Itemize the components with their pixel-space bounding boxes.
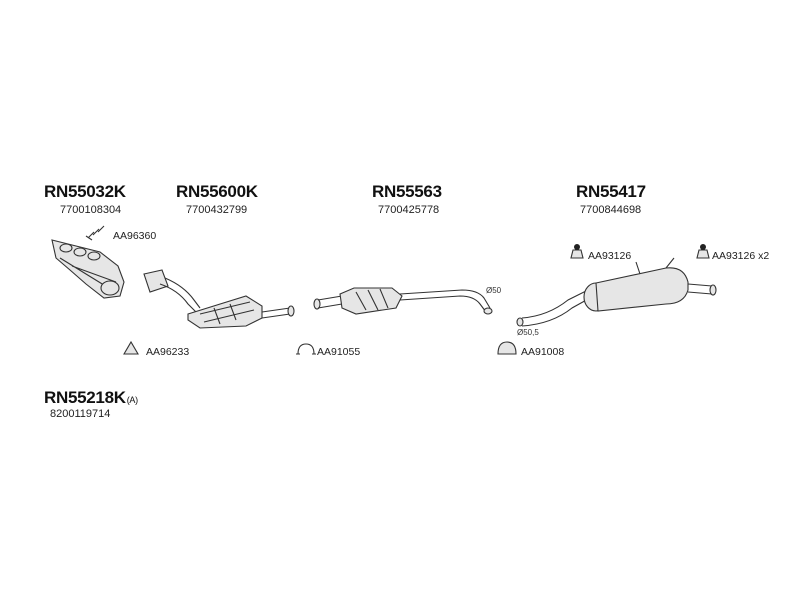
component-quantity: x2 (758, 250, 770, 262)
component-code: AA93126 (588, 250, 632, 262)
middle-pipe (313, 287, 493, 315)
component-code: AA91055 (317, 346, 361, 358)
component-code: AA96233 (146, 346, 190, 358)
component-code-text: AA93126 (712, 250, 756, 262)
oe-number: 7700425778 (378, 204, 440, 216)
part-number: RN55417 (576, 182, 646, 201)
bolt-kit-icon (85, 225, 105, 241)
rear-silencer (516, 257, 717, 327)
part-number: RN55563 (372, 182, 442, 201)
oe-number: 8200119714 (50, 408, 111, 420)
part-suffix: (A) (126, 395, 138, 405)
component-code: AA96360 (113, 230, 157, 242)
clamp-icon (296, 343, 316, 355)
pipe-diameter: Ø50 (486, 286, 502, 295)
part-number-text: RN55218K (44, 388, 126, 407)
oe-number: 7700432799 (186, 204, 248, 216)
rubber-mount-icon (570, 244, 584, 259)
pipe-diameter: Ø50,5 (517, 328, 539, 337)
front-pipe-catalyst (143, 269, 295, 329)
clamp-icon (497, 341, 517, 355)
part-number: RN55600K (176, 182, 258, 201)
oe-number: 7700844698 (580, 204, 642, 216)
rubber-mount-icon (696, 244, 710, 259)
gasket-icon (123, 340, 139, 355)
component-code: AA91008 (521, 346, 565, 358)
exhaust-manifold (51, 239, 125, 299)
component-code: AA93126 x2 (712, 250, 769, 262)
part-number: RN55032K (44, 182, 126, 201)
oe-number: 7700108304 (60, 204, 122, 216)
part-number: RN55218K(A) (44, 388, 138, 408)
